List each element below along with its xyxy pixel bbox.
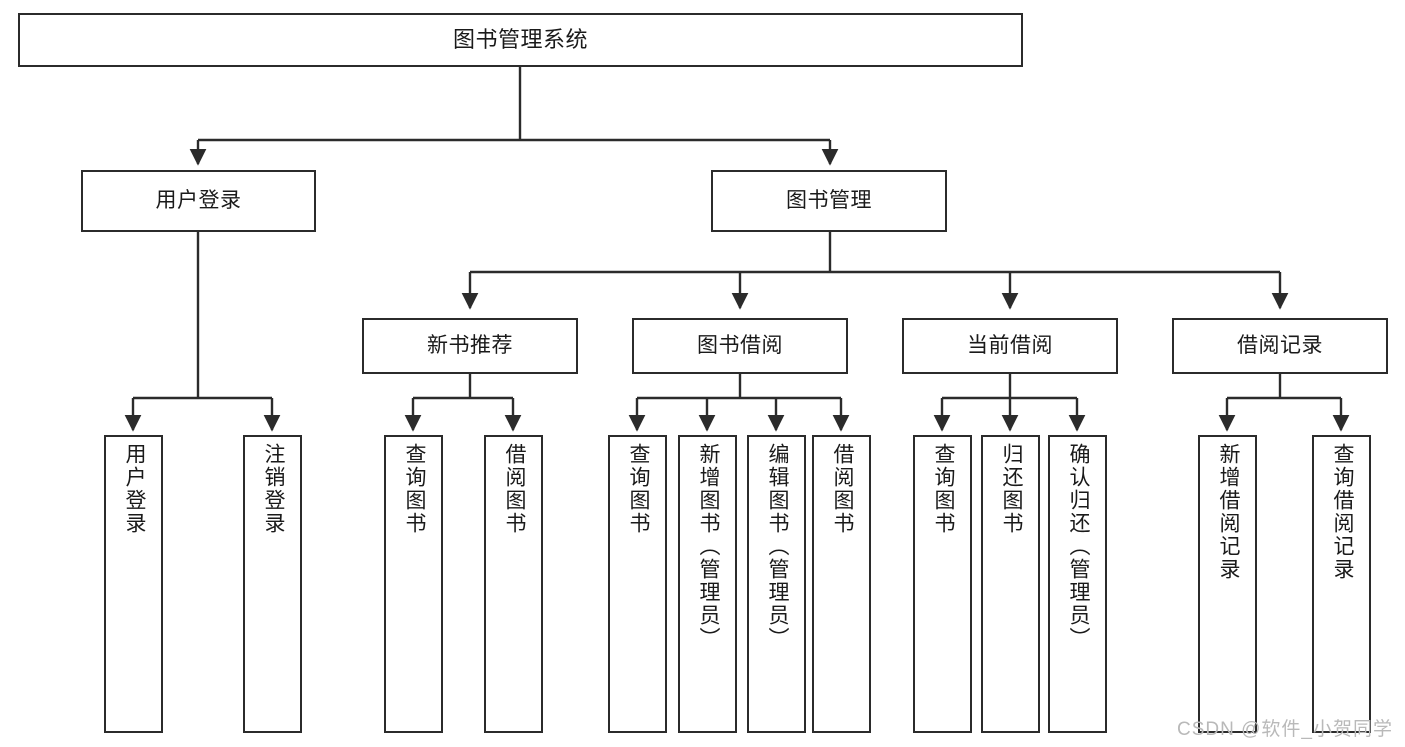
node-borrow-record[interactable]: 借阅记录 (1172, 318, 1388, 374)
node-leaf-query-book-3[interactable]: 查询图书 (913, 435, 972, 733)
leaf-label: 新增图书（管理员） (696, 443, 720, 650)
node-current-borrow[interactable]: 当前借阅 (902, 318, 1118, 374)
node-book-borrow[interactable]: 图书借阅 (632, 318, 848, 374)
leaf-label-wrap: 用户登录 (106, 443, 161, 535)
leaf-label-wrap: 借阅图书 (486, 443, 541, 535)
leaf-label-wrap: 查询图书 (610, 443, 665, 535)
leaf-label: 查询图书 (931, 443, 955, 535)
node-leaf-borrow-book-2[interactable]: 借阅图书 (812, 435, 871, 733)
node-user-login[interactable]: 用户登录 (81, 170, 316, 232)
leaf-label-wrap: 确认归还（管理员） (1050, 443, 1105, 650)
node-leaf-borrow-book-1[interactable]: 借阅图书 (484, 435, 543, 733)
node-leaf-query-book-2[interactable]: 查询图书 (608, 435, 667, 733)
leaf-label: 借阅图书 (830, 443, 854, 535)
leaf-label: 查询图书 (626, 443, 650, 535)
node-leaf-confirm-return[interactable]: 确认归还（管理员） (1048, 435, 1107, 733)
leaf-label: 注销登录 (261, 443, 285, 535)
leaf-label-wrap: 编辑图书（管理员） (749, 443, 804, 650)
node-leaf-edit-book[interactable]: 编辑图书（管理员） (747, 435, 806, 733)
leaf-label-wrap: 归还图书 (983, 443, 1038, 535)
leaf-label: 确认归还（管理员） (1066, 443, 1090, 650)
node-leaf-query-book-1[interactable]: 查询图书 (384, 435, 443, 733)
node-leaf-query-record[interactable]: 查询借阅记录 (1312, 435, 1371, 733)
node-root-system[interactable]: 图书管理系统 (18, 13, 1023, 67)
leaf-label-wrap: 查询借阅记录 (1314, 443, 1369, 581)
leaf-label: 用户登录 (122, 443, 146, 535)
node-leaf-return-book[interactable]: 归还图书 (981, 435, 1040, 733)
leaf-label: 借阅图书 (502, 443, 526, 535)
node-new-book-recommend[interactable]: 新书推荐 (362, 318, 578, 374)
leaf-label-wrap: 新增图书（管理员） (680, 443, 735, 650)
node-leaf-logout-login[interactable]: 注销登录 (243, 435, 302, 733)
node-leaf-add-record[interactable]: 新增借阅记录 (1198, 435, 1257, 733)
leaf-label: 新增借阅记录 (1216, 443, 1240, 581)
leaf-label: 查询借阅记录 (1330, 443, 1354, 581)
leaf-label-wrap: 查询图书 (915, 443, 970, 535)
leaf-label-wrap: 注销登录 (245, 443, 300, 535)
leaf-label: 编辑图书（管理员） (765, 443, 789, 650)
leaf-label-wrap: 新增借阅记录 (1200, 443, 1255, 581)
leaf-label-wrap: 查询图书 (386, 443, 441, 535)
node-leaf-user-login[interactable]: 用户登录 (104, 435, 163, 733)
leaf-label-wrap: 借阅图书 (814, 443, 869, 535)
leaf-label: 查询图书 (402, 443, 426, 535)
node-book-management[interactable]: 图书管理 (711, 170, 947, 232)
leaf-label: 归还图书 (999, 443, 1023, 535)
node-leaf-add-book[interactable]: 新增图书（管理员） (678, 435, 737, 733)
